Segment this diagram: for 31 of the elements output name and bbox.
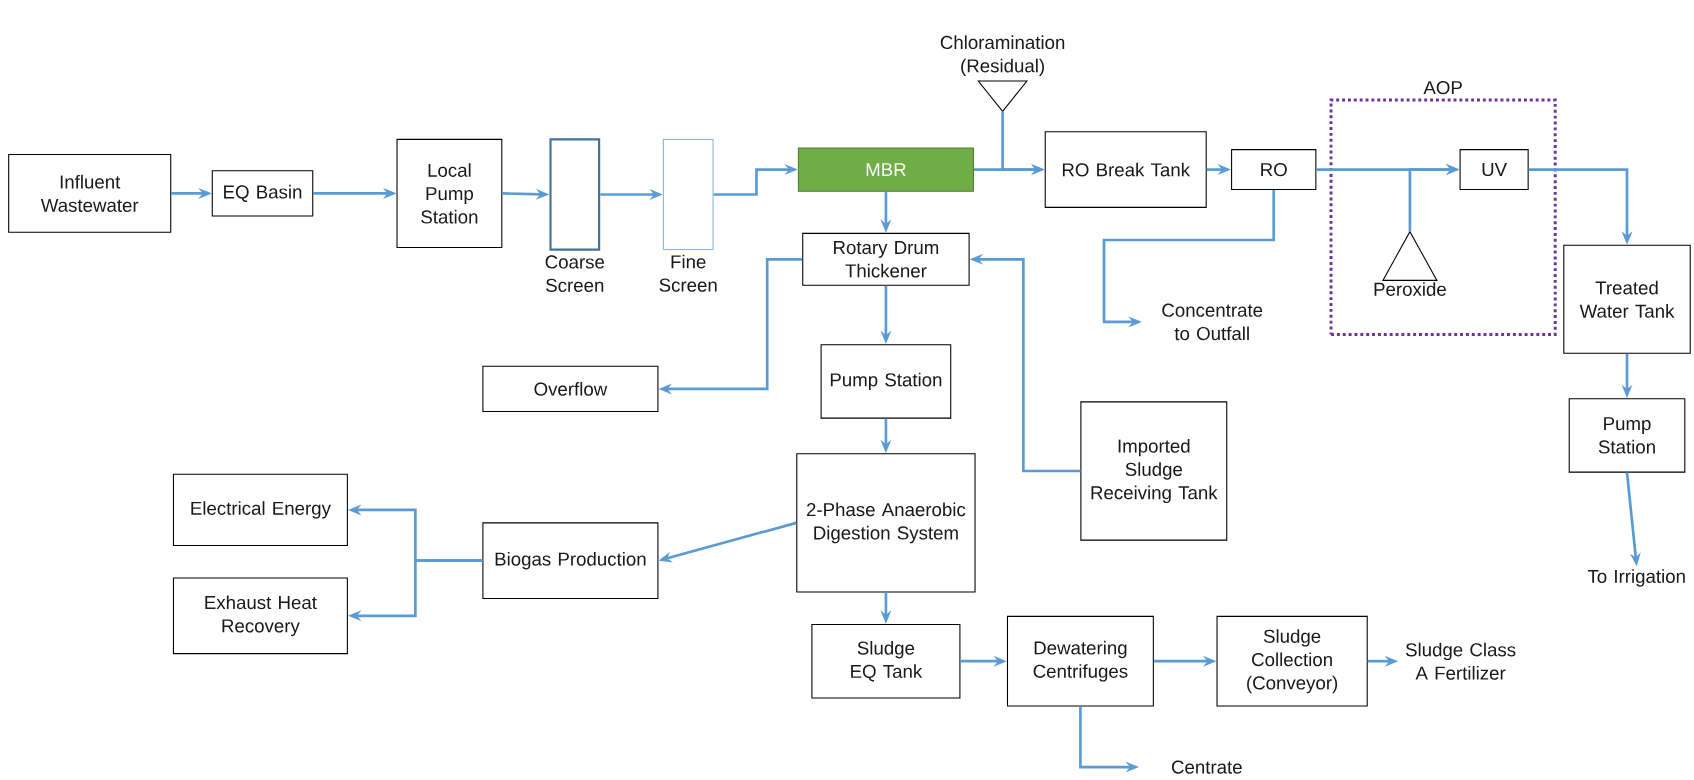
flow-label: Sludge Class A Fertilizer [1405, 642, 1516, 680]
process-box: UV [1459, 149, 1529, 191]
process-box: Electrical Energy [172, 473, 348, 547]
screen-box: Fine Screen [659, 139, 717, 292]
process-box: Dewatering Centrifuges [1006, 615, 1154, 707]
flow-label: Centrate [1171, 760, 1242, 774]
process-box: Influent Wastewater [8, 153, 172, 233]
process-box: Overflow [482, 365, 659, 413]
node-label: Chloramination (Residual) [940, 35, 1065, 77]
process-box: Local Pump Station [396, 138, 503, 248]
node-label: Fine Screen [659, 254, 717, 292]
process-box: Rotary Drum Thickener [802, 232, 970, 286]
process-box: Treated Water Tank [1563, 244, 1691, 354]
process-box: Pump Station [1568, 398, 1686, 473]
flow-label: To Irrigation [1587, 569, 1685, 587]
process-box: MBR [797, 147, 974, 192]
node-label: AOP [1423, 81, 1462, 95]
process-box: Imported Sludge Receiving Tank [1080, 401, 1228, 541]
process-box: Exhaust Heat Recovery [172, 577, 348, 655]
flow-label: Concentrate to Outfall [1162, 303, 1263, 341]
node-label: Peroxide [1374, 282, 1446, 296]
process-box: RO [1231, 149, 1317, 191]
process-box: 2-Phase Anaerobic Digestion System [796, 453, 976, 593]
process-box: Pump Station [820, 344, 952, 419]
process-box: Sludge Collection (Conveyor) [1216, 615, 1368, 707]
process-box: EQ Basin [211, 170, 314, 217]
screen-box: Coarse Screen [545, 138, 605, 292]
process-box: Sludge EQ Tank [811, 623, 961, 699]
node-label: Coarse Screen [545, 255, 605, 292]
process-box: RO Break Tank [1044, 131, 1207, 208]
process-box: Biogas Production [482, 522, 659, 600]
